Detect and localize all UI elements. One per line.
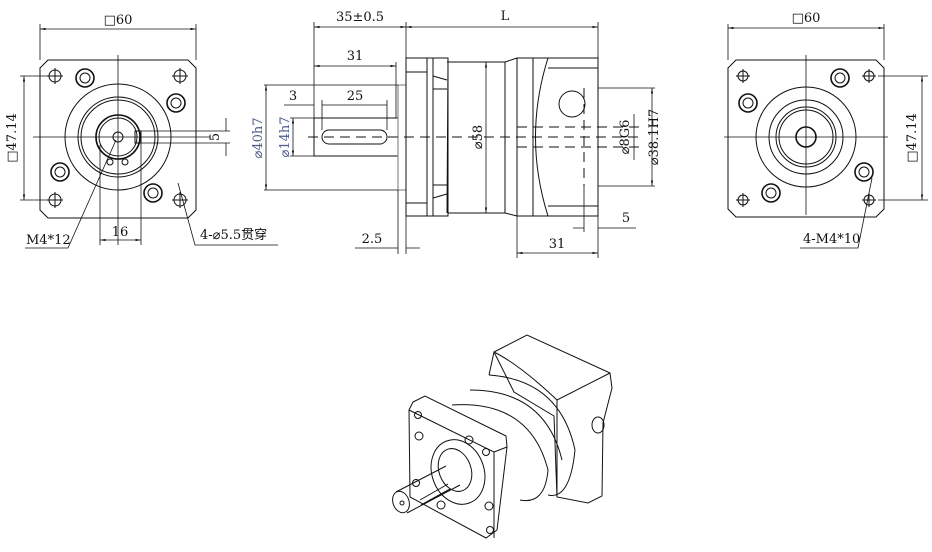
dim-extension <box>878 75 928 201</box>
rear-thread-label: 4-M4*10 <box>803 232 860 247</box>
iso-body-groove <box>469 389 563 461</box>
input-pilot-label: ⌀38.1H7 <box>647 109 662 165</box>
hex-bolt-icon <box>738 93 758 113</box>
pilot-dia-label: ⌀40h7 <box>251 117 266 158</box>
iso-bolt <box>414 431 424 441</box>
thread-hole-icon <box>862 193 876 207</box>
hex-bolts <box>50 68 186 203</box>
iso-bolt <box>464 435 474 445</box>
iso-key <box>419 483 451 506</box>
iso-pilot <box>430 439 486 505</box>
hex-bolts <box>738 68 874 203</box>
input-length-label: 31 <box>549 237 566 252</box>
total-length-label: L <box>501 9 510 24</box>
iso-hole <box>414 411 422 419</box>
hex-bolt-icon <box>75 68 95 88</box>
center-lines <box>33 55 210 245</box>
iso-flange <box>408 395 508 539</box>
isometric-view <box>392 334 613 539</box>
center-lines <box>724 55 888 215</box>
dim-extension <box>264 84 398 191</box>
front-view: □60 □47.14 5 16 M4*12 4-⌀5.5贯穿 <box>5 13 278 249</box>
front-width-label: □60 <box>104 13 133 28</box>
through-hole-icon <box>172 68 188 84</box>
dim-extension <box>99 143 142 245</box>
dim-extension <box>321 100 388 130</box>
iso-body-ring <box>488 374 576 496</box>
key-slot <box>321 129 388 145</box>
iso-bolt <box>436 500 446 510</box>
dim-extension <box>598 87 655 187</box>
iso-body <box>451 404 549 502</box>
hub-label: 16 <box>112 225 129 240</box>
iso-hole <box>482 448 490 456</box>
side-view: 35±0.5 L 31 3 25 ⌀40h7 ⌀14h7 ⌀58 ⌀8G6 ⌀3… <box>251 9 662 258</box>
body-chamfer <box>504 57 518 217</box>
thread-leader <box>800 177 873 249</box>
flange-chamfers <box>432 75 448 199</box>
flange-step-label: 2.5 <box>362 232 383 247</box>
iso-bolt <box>484 501 494 511</box>
key-length-label: 25 <box>347 89 364 104</box>
iso-shaft <box>395 465 461 514</box>
front-bolt-pitch-label: □47.14 <box>5 113 20 163</box>
dim-extension <box>516 186 599 258</box>
dim-extension <box>727 24 885 60</box>
through-hole-leader <box>177 182 278 246</box>
input-bore-label: ⌀8G6 <box>618 120 633 155</box>
thread-holes <box>736 69 876 207</box>
thread-hole-icon <box>736 69 750 83</box>
hex-bolt-icon <box>143 183 163 203</box>
through-hole-label: 4-⌀5.5贯穿 <box>200 227 267 243</box>
key-offset-label: 3 <box>289 89 297 104</box>
key-width-label: 5 <box>208 133 223 141</box>
access-hole <box>558 90 586 118</box>
hex-bolt-icon <box>830 68 850 88</box>
usable-length-label: 31 <box>347 49 364 64</box>
hex-bolt-icon <box>854 162 874 182</box>
iso-flange-edges <box>408 409 508 538</box>
rear-flange-outline <box>727 59 885 218</box>
hex-bolt-icon <box>50 162 70 182</box>
flange-step-dim <box>355 190 420 254</box>
iso-hole <box>486 526 494 534</box>
iso-housing <box>493 334 613 504</box>
dim-extension <box>20 75 50 201</box>
rear-width-label: □60 <box>792 11 821 26</box>
thread-leader <box>25 139 117 249</box>
rear-view: □60 □47.14 4-M4*10 <box>724 11 928 249</box>
iso-shaft-end <box>392 490 410 514</box>
rear-bolt-pitch-label: □47.14 <box>905 113 920 163</box>
shaft-length-label: 35±0.5 <box>336 10 384 25</box>
mounting-holes <box>47 68 188 208</box>
clip-hole <box>106 158 114 166</box>
clip-hole <box>121 158 129 166</box>
thread-hole-icon <box>736 193 750 207</box>
iso-seal <box>437 448 473 492</box>
hex-bolt-icon <box>166 93 186 113</box>
body-dia-label: ⌀58 <box>471 125 486 149</box>
iso-housing-edges <box>488 351 611 497</box>
input-depth-label: 5 <box>622 211 630 226</box>
shaft-dia-label: ⌀14h7 <box>278 116 293 157</box>
iso-access-hole <box>591 416 605 434</box>
hex-bolt-icon <box>761 183 781 203</box>
thread-label: M4*12 <box>26 233 71 248</box>
through-hole-icon <box>172 192 188 208</box>
thread-hole-icon <box>862 69 876 83</box>
iso-center-hole <box>399 500 405 506</box>
key-width-dim <box>141 118 230 156</box>
